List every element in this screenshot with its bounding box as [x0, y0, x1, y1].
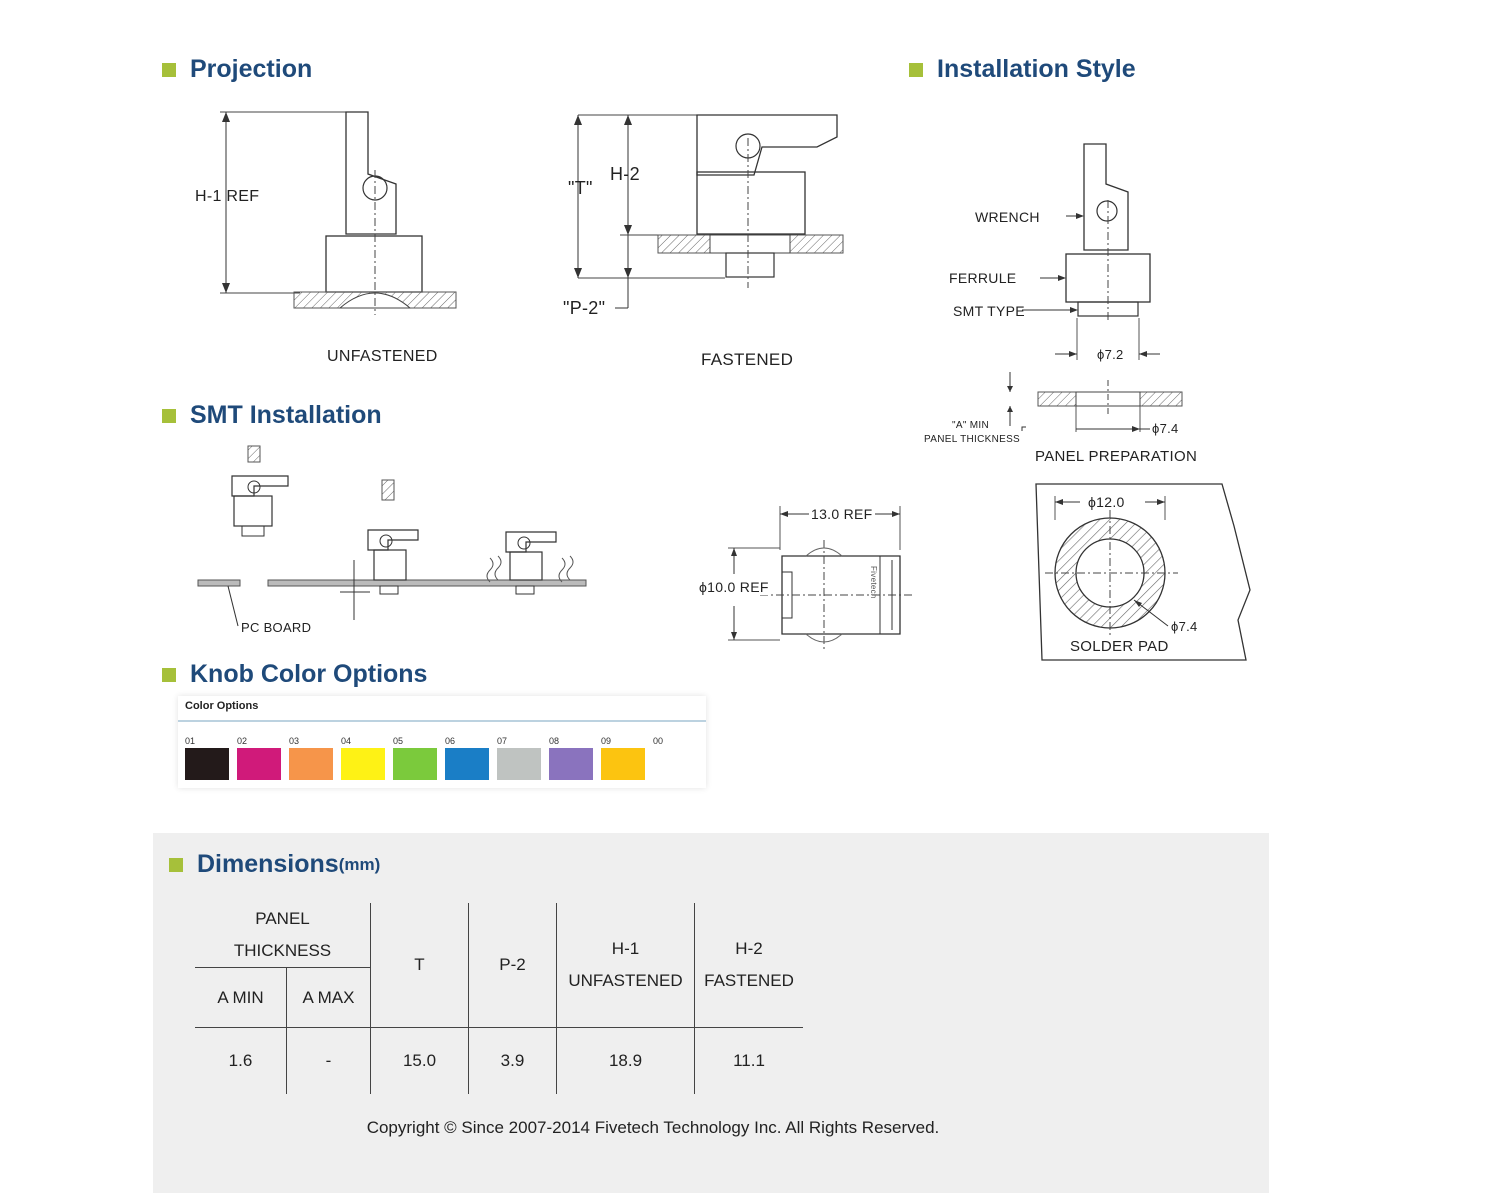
color-swatch-04: 04 [341, 736, 387, 780]
color-code: 00 [653, 736, 664, 746]
smt-installation-heading: SMT Installation [162, 401, 382, 430]
color-swatch-00: 00 [653, 736, 699, 780]
bullet-square-icon [169, 857, 183, 872]
bullet-square-icon [162, 62, 176, 77]
smt-type-label: SMT TYPE [953, 303, 1025, 319]
color-code: 04 [341, 736, 352, 746]
color-chip [497, 748, 541, 780]
knob-color-options-heading: Knob Color Options [162, 660, 427, 689]
projection-heading: Projection [162, 55, 312, 84]
wrench-label: WRENCH [975, 209, 1040, 225]
brand-mark: Fivetech [869, 566, 878, 599]
color-code: 07 [497, 736, 508, 746]
header-a-min: A MIN [195, 967, 287, 1028]
ferrule-label: FERRULE [949, 270, 1017, 286]
bullet-square-icon [909, 62, 923, 77]
color-chip [289, 748, 333, 780]
color-chip [601, 748, 645, 780]
bullet-square-icon [162, 667, 176, 682]
solder-pad-drawing [1035, 483, 1251, 661]
header-h1: H-1 UNFASTENED [556, 903, 695, 1028]
solder-pad-caption: SOLDER PAD [1070, 638, 1169, 655]
installation-style-heading: Installation Style [909, 55, 1136, 84]
color-chip [185, 748, 229, 780]
installation-style-drawing [1007, 143, 1183, 432]
dimensions-table: PANEL THICKNESS T P-2 H-1 UNFASTENED H-2… [195, 903, 803, 1094]
unfastened-drawing [220, 111, 457, 315]
panel-preparation-caption: PANEL PREPARATION [1035, 448, 1198, 465]
cell-a-max: - [286, 1027, 371, 1094]
ref-100-label: ϕ10.0 REF [697, 579, 771, 595]
copyright-text: Copyright © Since 2007-2014 Fivetech Tec… [366, 1118, 940, 1137]
header-a-max: A MAX [286, 967, 371, 1028]
color-swatch-07: 07 [497, 736, 543, 780]
color-code: 02 [237, 736, 248, 746]
side-view-drawing [728, 506, 912, 652]
smt-sequence-drawing [197, 445, 587, 627]
panel-thickness-label: PANEL THICKNESS [924, 434, 1021, 445]
h2-dimension-label: H-2 [610, 164, 640, 184]
color-code: 05 [393, 736, 404, 746]
color-swatch-05: 05 [393, 736, 439, 780]
color-chip [549, 748, 593, 780]
color-swatch-01: 01 [185, 736, 231, 780]
bullet-square-icon [162, 408, 176, 423]
color-options-panel: Color Options 01 02 03 04 05 06 07 08 09 00 [178, 696, 706, 788]
p2-dimension-label: "P-2" [563, 298, 606, 318]
color-options-title: Color Options [185, 700, 259, 712]
color-chip [653, 748, 697, 780]
color-code: 03 [289, 736, 300, 746]
fastened-drawing [574, 114, 844, 309]
cell-a-min: 1.6 [228, 1050, 253, 1070]
color-chip [445, 748, 489, 780]
t-dimension-label: "T" [568, 178, 593, 198]
dia-74-pad-label: ϕ7.4 [1171, 619, 1198, 634]
color-chip [393, 748, 437, 780]
color-code: 08 [549, 736, 560, 746]
cell-h1: 18.9 [556, 1027, 695, 1094]
color-chip [341, 748, 385, 780]
table-row: 1.6 - 15.0 3.9 18.9 11.1 [195, 1027, 803, 1094]
a-min-label: "A" MIN [952, 420, 989, 431]
cell-h2: 11.1 [694, 1027, 803, 1094]
header-h2: H-2 FASTENED [694, 903, 803, 1028]
dimensions-heading: Dimensions (mm) [169, 850, 380, 879]
color-code: 09 [601, 736, 612, 746]
dia-120-label: ϕ12.0 [1088, 494, 1125, 510]
color-swatch-02: 02 [237, 736, 283, 780]
cell-p2: 3.9 [468, 1027, 557, 1094]
fastened-caption: FASTENED [701, 350, 794, 369]
color-code: 01 [185, 736, 196, 746]
dia-74-label: ϕ7.4 [1152, 421, 1179, 436]
header-t: T [370, 903, 469, 1028]
color-chip [237, 748, 281, 780]
header-panel-thickness: PANEL THICKNESS [195, 903, 371, 968]
ref-130-label: 13.0 REF [809, 506, 875, 522]
pc-board-label: PC BOARD [241, 620, 312, 635]
color-swatch-03: 03 [289, 736, 335, 780]
dimensions-panel: Dimensions (mm) PANEL THICKNESS T P-2 H-… [153, 833, 1269, 1193]
cell-t: 15.0 [370, 1027, 469, 1094]
unfastened-caption: UNFASTENED [327, 348, 438, 365]
header-p2: P-2 [468, 903, 557, 1028]
h1-ref-label: H-1 REF [195, 188, 260, 205]
color-options-rule [178, 720, 706, 722]
color-swatch-08: 08 [549, 736, 595, 780]
color-swatch-06: 06 [445, 736, 491, 780]
color-code: 06 [445, 736, 456, 746]
color-swatch-09: 09 [601, 736, 647, 780]
dia-72-label: ϕ7.2 [1097, 347, 1124, 362]
